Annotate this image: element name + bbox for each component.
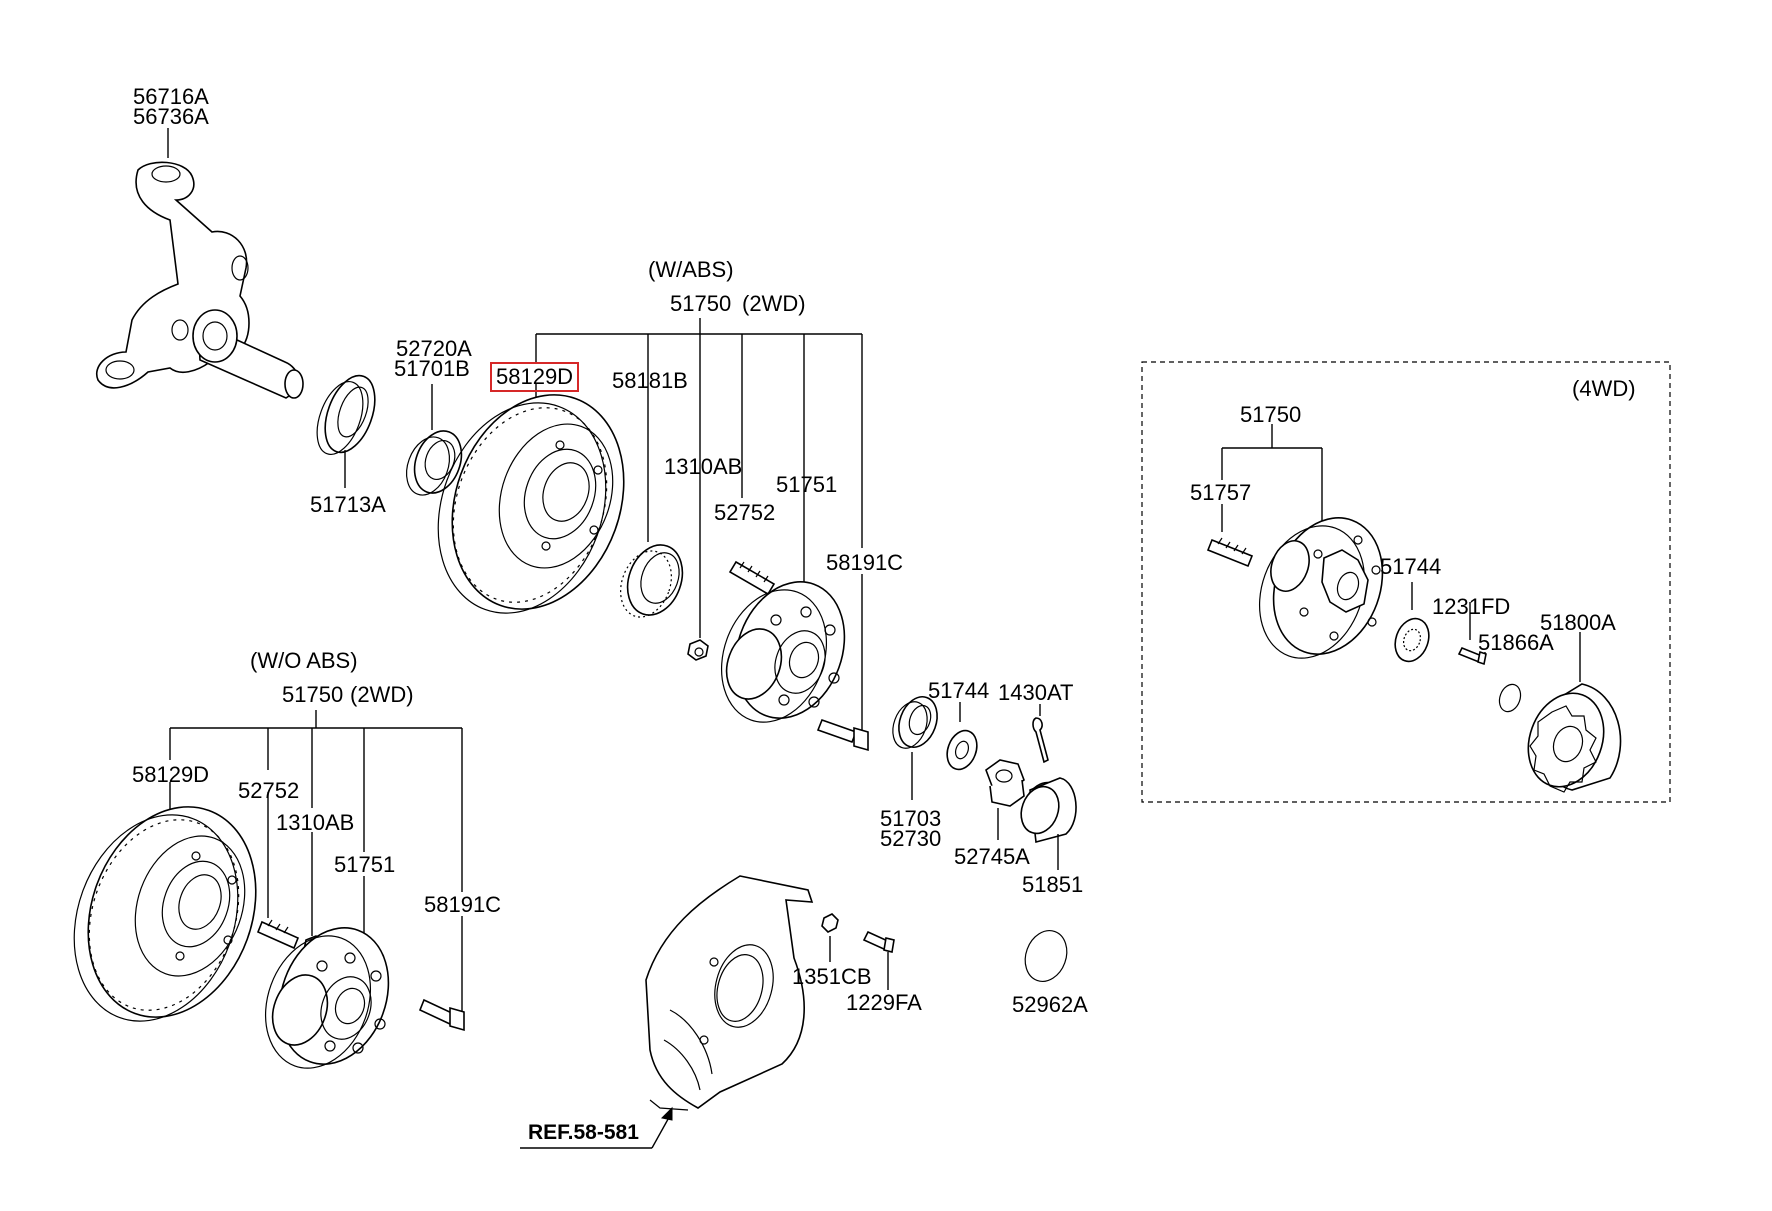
label-fwd-hub-assy: 51750 [1240,402,1302,427]
fwd-oring [1498,683,1522,713]
label-two-wd-a: (2WD) [742,291,806,316]
label-four-wd: (4WD) [1572,376,1636,401]
brake-disc-wo-abs [73,806,257,1022]
label-fwd-bolt: 1231FD [1432,594,1511,619]
label-abs-stud: 52752 [714,500,776,525]
label-bearing-52720A: 52720A [396,336,472,361]
label-seal-51713A: 51713A [310,492,386,517]
label-nut-52745A: 52745A [954,844,1030,869]
abs-tone-ring [620,544,684,618]
brake-disc-abs [437,394,625,614]
label-wo-abs: (W/O ABS) [250,648,358,673]
label-abs-hub: 51751 [776,472,838,497]
label-abs-bolt: 58191C [826,550,904,575]
label-nut-1351CB: 1351CB [792,964,872,989]
label-ref: REF.58-581 [528,1121,639,1144]
snap-ring [1024,930,1068,982]
label-fwd-washer: 51744 [1380,554,1442,579]
label-washer-51744: 51744 [928,678,990,703]
label-knuckle-b: 56736A [133,104,209,129]
ref-leader [520,1106,673,1149]
label-fwd-lock-hub: 51800A [1540,610,1616,635]
label-bearing-51701B: 51701B [394,356,470,381]
label-bolt-1229FA: 1229FA [846,990,922,1015]
wo-abs-bracket [169,710,463,1022]
label-w-abs: (W/ABS) [648,257,734,282]
wo-abs-hub-parts [256,919,465,1069]
label-cap-51851: 51851 [1022,872,1084,897]
oil-seal-51713A [316,374,376,488]
label-pin-1430AT: 1430AT [998,680,1074,705]
label-two-wd-b: (2WD) [350,682,414,707]
label-woabs-stud: 52752 [238,778,300,803]
label-clip-52962A: 52962A [1012,992,1088,1017]
hub-cap [1020,777,1077,870]
cotter-pin [1032,704,1049,764]
inner-bearing [405,384,463,496]
fwd-hub [1258,517,1384,659]
label-abs-disc-highlighted: 58129D [490,362,580,392]
fwd-bolt [1457,646,1487,666]
castle-nut [985,759,1025,840]
label-fwd-oring: 51866A [1478,630,1554,655]
label-woabs-hub-assy: 51750 [282,682,344,707]
outer-bearing [892,696,938,800]
steering-knuckle [95,128,304,399]
fwd-stud [1206,537,1254,568]
dust-shield [645,875,895,1111]
label-abs-nut: 1310AB [664,454,743,479]
label-fwd-stud: 51757 [1190,480,1252,505]
washer-51744 [946,702,978,771]
label-woabs-disc: 58129D [132,762,210,787]
label-knuckle-a: 56716A [133,84,209,109]
label-woabs-nut: 1310AB [276,810,355,835]
label-abs-ring: 58181B [612,368,688,393]
label-woabs-bolt: 58191C [424,892,502,917]
label-bearing-51703: 51703 [880,806,942,831]
label-abs-hub-assy: 51750 [670,291,732,316]
w-abs-bracket [535,318,863,738]
fwd-locking-hub [1527,683,1622,793]
abs-hub-parts [687,560,869,752]
fwd-washer [1394,617,1430,663]
label-woabs-hub: 51751 [334,852,396,877]
four-wd-box [1141,361,1671,803]
label-bearing-52730: 52730 [880,826,942,851]
